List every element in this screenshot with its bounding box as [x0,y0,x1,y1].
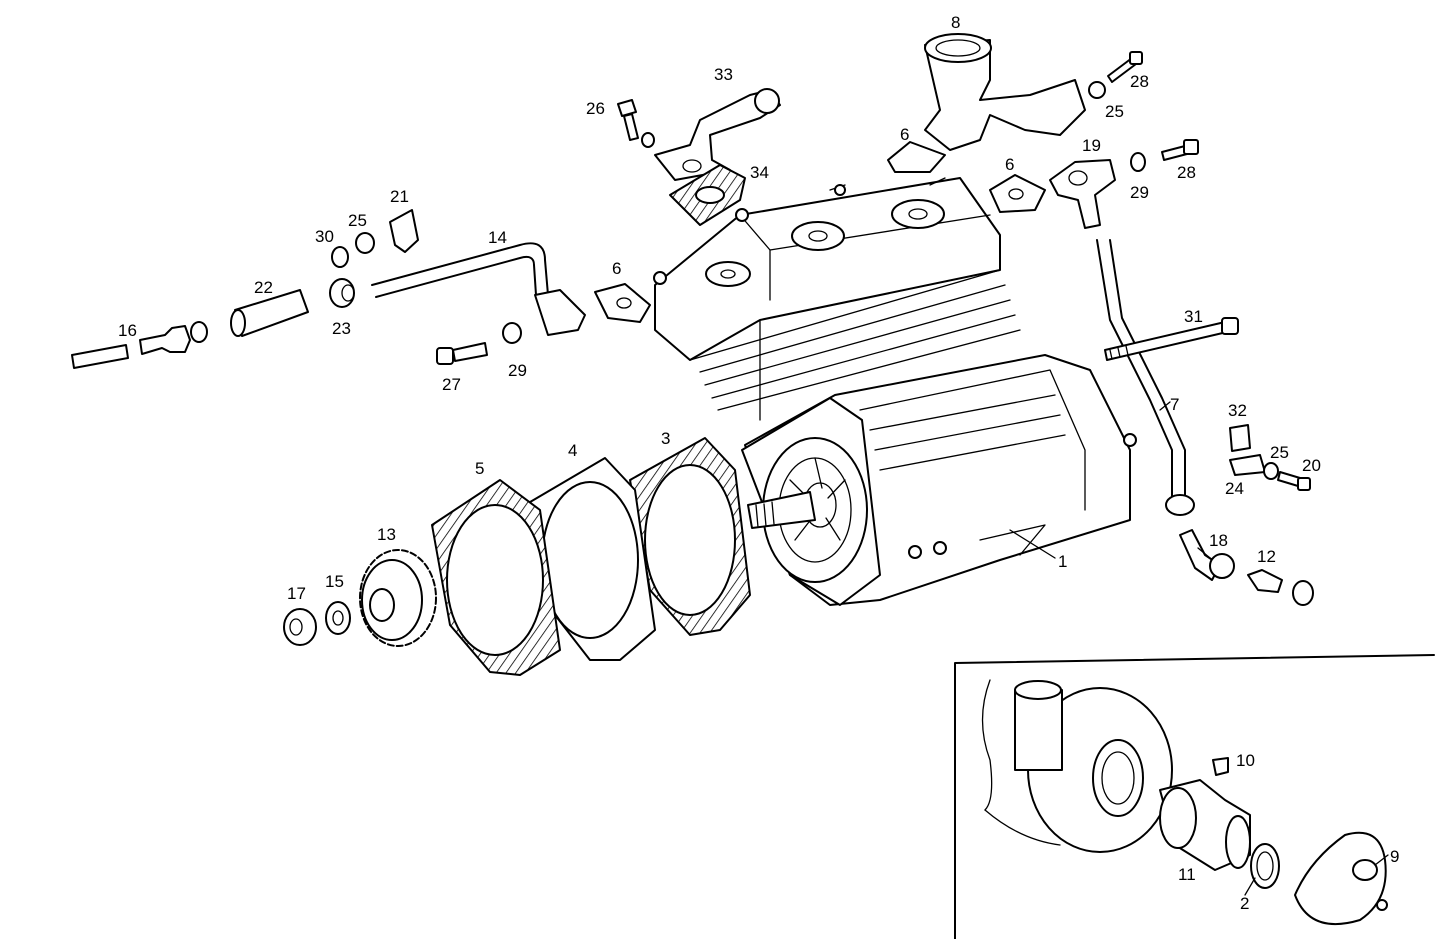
callout-20: 20 [1302,456,1321,475]
gasket-34 [669,164,746,226]
washer-25-top [1088,81,1106,99]
callout-15: 15 [325,572,344,591]
callout-6-left: 6 [612,259,621,278]
clip-21 [389,209,419,253]
callout-11: 11 [1178,865,1196,884]
callout-29-right: 29 [1130,183,1149,202]
callout-14: 14 [488,228,507,247]
callout-22: 22 [254,278,273,297]
sleeve-32 [1229,424,1251,452]
callout-3: 3 [661,429,670,448]
callout-8: 8 [951,13,960,32]
bolt-27 [436,342,488,365]
pipe-14 [371,242,586,336]
bolt-28-right [1161,139,1199,161]
callout-17: 17 [287,584,306,603]
callout-18: 18 [1209,531,1228,550]
gasket-4 [524,457,656,661]
callout-6-right: 6 [1005,155,1014,174]
callout-12: 12 [1257,547,1276,566]
callout-21: 21 [390,187,409,206]
callout-13: 13 [377,525,396,544]
callout-19: 19 [1082,136,1101,155]
bolt-26 [617,99,655,148]
washer-30 [331,246,349,268]
fitting-16 [139,321,208,355]
callout-23: 23 [332,319,351,338]
leader-lines [1009,401,1389,896]
callout-28-right: 28 [1177,163,1196,182]
callout-27: 27 [442,375,461,394]
elbow-18 [1179,529,1235,581]
gear-13 [359,549,437,647]
callout-28-top: 28 [1130,72,1149,91]
pin-16 [71,344,129,369]
callout-10: 10 [1236,751,1255,770]
callout-31: 31 [1184,307,1203,326]
callout-9: 9 [1390,847,1399,866]
stud-31 [1104,317,1239,361]
clip-24 [1229,454,1266,476]
outlet-8 [924,33,1086,151]
callout-6-top: 6 [900,125,909,144]
plug-12 [1247,569,1314,606]
washer-29-right [1130,152,1146,172]
washer-25-left [355,232,375,254]
callout-16: 16 [118,321,137,340]
callout-1: 1 [1058,552,1067,571]
inset-detail [954,654,1435,939]
callout-7: 7 [1170,395,1179,414]
callout-32: 32 [1228,401,1247,420]
callout-34: 34 [750,163,769,182]
gasket-3 [629,437,751,636]
gasket-6-top [887,141,946,173]
callout-26: 26 [586,99,605,118]
gasket-5 [431,479,561,676]
pipe-7 [1096,239,1195,516]
washer-25-right [1263,462,1279,480]
callout-2: 2 [1240,894,1249,913]
nut-23 [329,278,355,308]
callout-25-right: 25 [1270,443,1289,462]
callout-labels: 1 2 3 4 5 6 6 6 7 8 9 10 11 12 13 14 15 … [118,13,1399,913]
bolt-20 [1277,471,1311,491]
callout-24: 24 [1225,479,1244,498]
nut-17 [283,608,317,646]
compressor-body [653,177,1137,606]
bolt-28-top [1107,51,1143,83]
washer-15 [325,601,351,635]
hose-22 [230,289,309,337]
gasket-6-left [594,283,651,323]
washer-29-left [502,322,522,344]
callout-29-left: 29 [508,361,527,380]
fitting-19 [1049,159,1116,229]
callout-30: 30 [315,227,334,246]
callout-25-left: 25 [348,211,367,230]
callout-33: 33 [714,65,733,84]
callout-25-top: 25 [1105,102,1124,121]
callout-4: 4 [568,441,577,460]
gasket-6-right [989,174,1046,213]
callout-5: 5 [475,459,484,478]
